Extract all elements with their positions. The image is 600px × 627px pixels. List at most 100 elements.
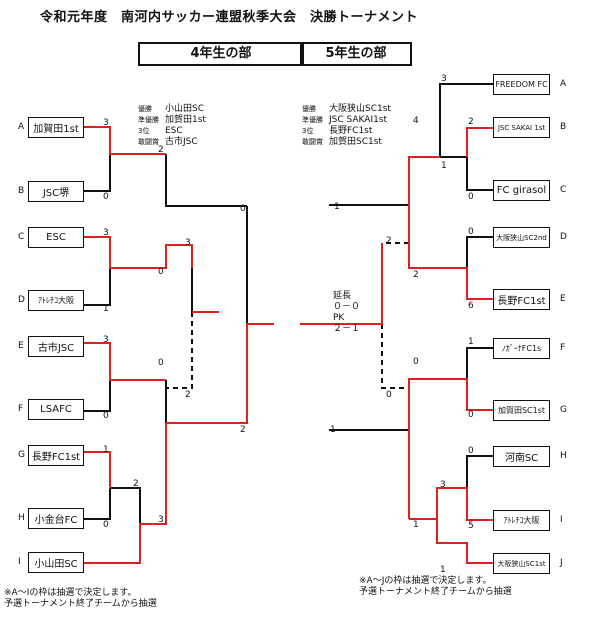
match-score: 0 (240, 204, 246, 214)
final-note-line: ２－１ (333, 324, 361, 334)
team-box: ESC (28, 227, 84, 248)
match-score: 4 (413, 116, 419, 126)
match-score: 3 (440, 480, 446, 490)
result-row: 優勝 大阪狭山SC1st (302, 104, 397, 115)
slot-letter: B (560, 122, 567, 132)
slot-letter: D (18, 295, 25, 305)
slot-letter: F (560, 343, 566, 353)
match-score: 2 (133, 479, 139, 489)
left-third-place-dashed (166, 312, 193, 389)
result-label: 準優勝 (138, 116, 159, 124)
result-label: 敢闘賞 (138, 138, 159, 146)
team-box: 大阪狭山SC1st (493, 553, 550, 574)
match-score: 1 (413, 520, 419, 530)
result-label: 敢闘賞 (302, 138, 323, 146)
team-box: 河南SC (493, 446, 550, 467)
slot-letter: C (18, 232, 25, 242)
slot-letter: D (560, 232, 567, 242)
match-score: 1 (440, 565, 446, 575)
result-team: 大阪狭山SC1st (329, 104, 391, 114)
team-box: ｱﾄﾚﾁｺ大阪 (493, 510, 550, 531)
right-bracket-red (300, 127, 493, 564)
team-box: 長野FC1st (28, 445, 84, 466)
match-score: 0 (103, 520, 109, 530)
match-score: 0 (158, 358, 164, 368)
match-score: 0 (103, 192, 109, 202)
note-line: ※A～Jの枠は抽選で決定します。 (359, 576, 492, 586)
match-score: 0 (158, 267, 164, 277)
result-row: 3位長野FC1st (302, 126, 397, 137)
slot-letter: G (560, 405, 567, 415)
team-box: 小金台FC (28, 508, 84, 529)
final-match-note: 延長 ０－０ PK ２－１ (333, 291, 360, 335)
slot-letter: B (18, 186, 25, 196)
division-header-right: 5年生の部 (300, 42, 412, 66)
match-score: 0 (468, 192, 474, 202)
result-row: 準優勝加賀田1st (138, 115, 212, 126)
right-third-place-dashed (381, 242, 409, 389)
match-score: 2 (413, 270, 419, 280)
match-score: 5 (468, 521, 474, 531)
note-line: 予選トーナメント終了チームから抽選 (359, 587, 512, 597)
match-score: 1 (441, 161, 447, 171)
team-box: LSAFC (28, 399, 84, 420)
match-score: 0 (468, 227, 474, 237)
match-score: 0 (413, 357, 419, 367)
match-score: 2 (158, 145, 164, 155)
slot-letter: H (18, 513, 25, 523)
left-bracket-red (83, 126, 274, 564)
lottery-note-right: ※A～Jの枠は抽選で決定します。 予選トーナメント終了チームから抽選 (359, 576, 512, 598)
result-row: 優勝 小山田SC (138, 104, 212, 115)
result-row: 準優勝 JSC SAKAI1st (302, 115, 397, 126)
slot-letter: J (560, 558, 563, 568)
lottery-note-left: ※A～Iの枠は抽選で決定します。 予選トーナメント終了チームから抽選 (4, 588, 157, 610)
match-score: 3 (103, 335, 109, 345)
slot-letter: I (560, 515, 563, 525)
match-score: 0 (103, 411, 109, 421)
result-team: JSC SAKAI1st (329, 115, 388, 125)
team-box: FREEDOM FC (493, 74, 550, 95)
match-score: 3 (441, 74, 447, 84)
slot-letter: H (560, 451, 567, 461)
team-box: 小山田SC (28, 552, 84, 573)
slot-letter: F (18, 404, 24, 414)
result-label: 優勝 (302, 105, 316, 113)
team-box: 加賀田SC1st (493, 400, 550, 421)
match-score: 2 (386, 236, 392, 246)
result-team: 加賀田SC1st (329, 137, 382, 147)
result-row: 敢闘賞古市JSC (138, 137, 212, 148)
result-label: 3位 (302, 127, 314, 135)
match-score: 1 (468, 337, 474, 347)
right-bracket-black (329, 83, 493, 488)
slot-letter: I (18, 557, 21, 567)
match-score: 1 (103, 304, 109, 314)
final-note-line: PK (333, 313, 345, 323)
result-label: 準優勝 (302, 116, 323, 124)
match-score: 1 (334, 202, 340, 212)
team-box: 加賀田1st (28, 117, 84, 138)
slot-letter: C (560, 185, 567, 195)
match-score: 2 (468, 117, 474, 127)
match-score: 0 (386, 390, 392, 400)
match-score: 3 (158, 515, 164, 525)
team-box: JSC堺 (28, 181, 84, 202)
note-line: 予選トーナメント終了チームから抽選 (4, 599, 157, 609)
result-label: 優勝 (138, 105, 152, 113)
result-team: ESC (165, 126, 183, 136)
match-score: 1 (103, 445, 109, 455)
result-team: 小山田SC (165, 104, 204, 114)
slot-letter: A (560, 79, 567, 89)
team-box: ﾉｶﾞｰﾅFC1s (493, 338, 550, 359)
division-header-left: 4年生の部 (138, 42, 304, 66)
match-score: 2 (185, 390, 191, 400)
team-box: 古市JSC (28, 336, 84, 357)
final-note-line: ０－０ (333, 302, 361, 312)
match-score: 0 (468, 446, 474, 456)
slot-letter: G (18, 450, 25, 460)
results-table-right: 優勝 大阪狭山SC1st 準優勝 JSC SAKAI1st 3位長野FC1st 敢闘… (302, 104, 397, 148)
team-box: JSC SAKAI 1st (493, 117, 550, 138)
page-title: 令和元年度 南河内サッカー連盟秋季大会 決勝トーナメント (40, 10, 419, 25)
match-score: 3 (103, 228, 109, 238)
